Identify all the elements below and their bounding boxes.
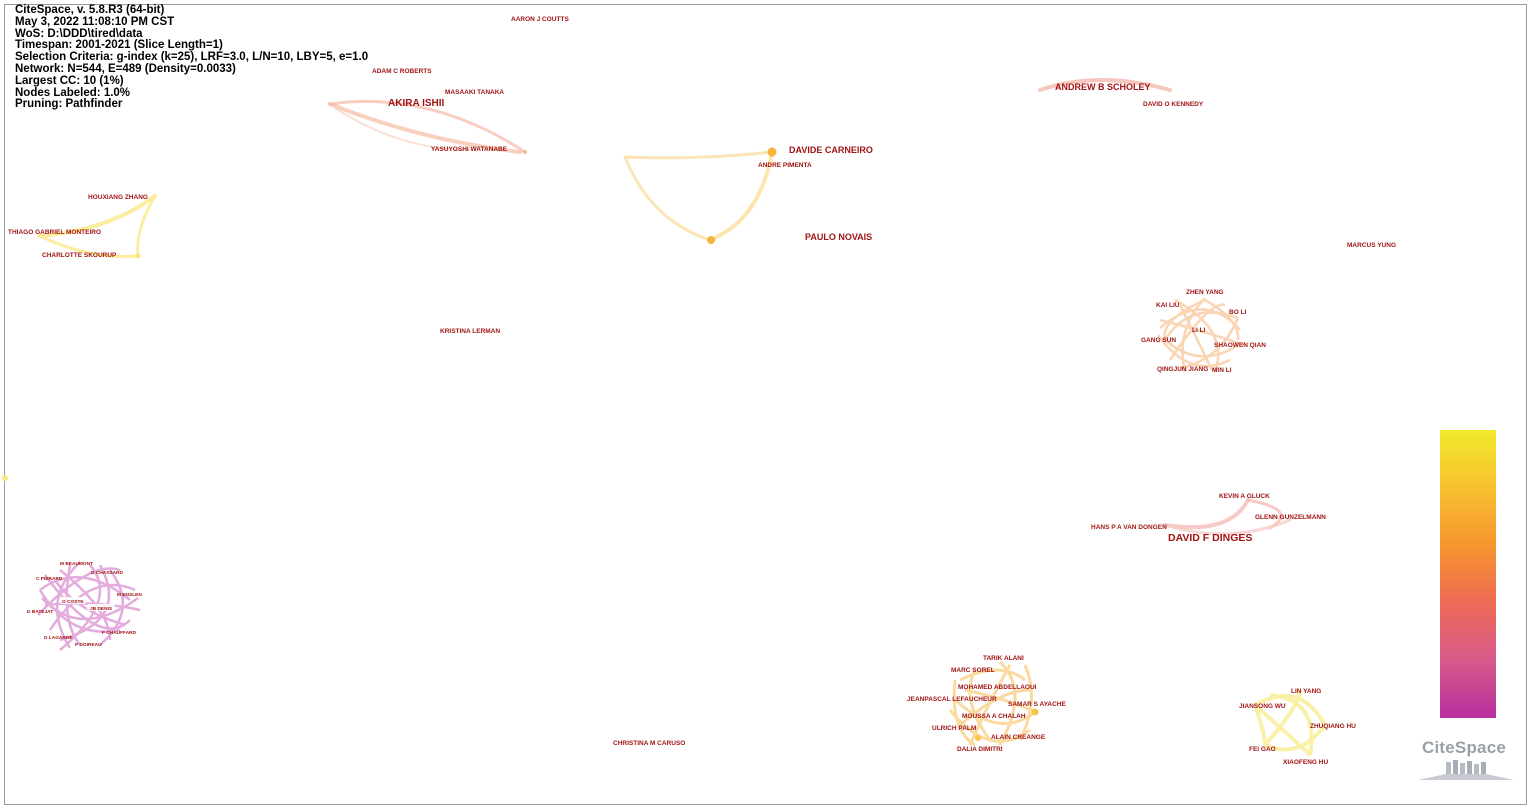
label-david-o-kennedy: DAVID O KENNEDY bbox=[1143, 101, 1204, 108]
logo-building-icon bbox=[1418, 760, 1514, 780]
label-ulrich-palm: ULRICH PALM bbox=[932, 725, 976, 732]
label-andre-pimenta: ANDRE PIMENTA bbox=[758, 162, 812, 169]
label-kai-liu: KAI LIU bbox=[1156, 302, 1180, 309]
label-d-chassard: D CHASSARD bbox=[91, 570, 124, 576]
label-min-li: MIN LI bbox=[1212, 367, 1232, 374]
citespace-logo: CiteSpace bbox=[1414, 738, 1520, 784]
info-line: WoS: D:\DDD\tired\data bbox=[15, 27, 143, 40]
info-line: Network: N=544, E=489 (Density=0.0033) bbox=[15, 62, 236, 75]
network-summary: CiteSpace, v. 5.8.R3 (64-bit) May 3, 202… bbox=[15, 4, 369, 111]
label-samar-s-ayache: SAMAR S AYACHE bbox=[1008, 701, 1066, 708]
network-canvas[interactable] bbox=[4, 4, 1527, 805]
info-line: Largest CC: 10 (1%) bbox=[15, 74, 124, 87]
network-nodes bbox=[2, 147, 1039, 741]
label-qingjun-jiang: QINGJUN JIANG bbox=[1157, 366, 1208, 373]
label-m-enslen: M ENSLEN bbox=[117, 592, 142, 598]
label-jiansong-wu: JIANSONG WU bbox=[1239, 703, 1286, 710]
label-hans-p-a-van-dongen: HANS P A VAN DONGEN bbox=[1091, 524, 1167, 531]
cluster-orange-mesh bbox=[1156, 297, 1246, 373]
label-charlotte-skourup: CHARLOTTE SKOURUP bbox=[42, 252, 117, 259]
label-thiago-gabriel-monteiro: THIAGO GABRIEL MONTEIRO bbox=[8, 229, 101, 236]
label-li-li: LI LI bbox=[1192, 327, 1206, 334]
label-jeanpascal-lefaucheur: JEANPASCAL LEFAUCHEUR bbox=[907, 696, 997, 703]
info-line: Nodes Labeled: 1.0% bbox=[15, 86, 131, 99]
node-samar-s-ayache bbox=[1031, 708, 1039, 716]
label-yasuyoshi-watanabe: YASUYOSHI WATANABE bbox=[431, 146, 508, 153]
label-zhuqiang-hu: ZHUQIANG HU bbox=[1310, 723, 1356, 730]
node-alain-creange bbox=[975, 735, 981, 741]
label-moussa-a-chalah: MOUSSA A CHALAH bbox=[962, 713, 1026, 720]
node-labels: AARON J COUTTS ADAM C ROBERTS MASAAKI TA… bbox=[8, 16, 1396, 766]
info-line: Pruning: Pathfinder bbox=[15, 98, 123, 111]
info-line: CiteSpace, v. 5.8.R3 (64-bit) bbox=[15, 4, 165, 16]
label-akira-ishii: AKIRA ISHII bbox=[388, 98, 445, 109]
label-masaaki-tanaka: MASAAKI TANAKA bbox=[445, 89, 504, 96]
label-jb-denis: JB DENIS bbox=[90, 606, 113, 612]
cluster-purple-mesh bbox=[37, 561, 141, 651]
label-dalia-dimitri: DALIA DIMITRI bbox=[957, 746, 1003, 753]
label-m-beaumont: M BEAUMONT bbox=[60, 561, 93, 567]
label-o-coste: O COSTE bbox=[62, 599, 84, 605]
time-color-legend bbox=[1440, 430, 1496, 718]
cluster-lin-yang-mesh bbox=[1253, 689, 1327, 757]
label-tarik-alani: TARIK ALANI bbox=[983, 655, 1024, 662]
label-kristina-lerman: KRISTINA LERMAN bbox=[440, 328, 500, 335]
label-marc-sorel: MARC SOREL bbox=[951, 667, 995, 674]
label-david-f-dinges: DAVID F DINGES bbox=[1168, 532, 1252, 544]
node-edge bbox=[2, 475, 8, 481]
node-davide-carneiro bbox=[767, 147, 777, 157]
info-line: Selection Criteria: g-index (k=25), LRF=… bbox=[15, 51, 369, 64]
logo-text: CiteSpace bbox=[1422, 738, 1507, 757]
label-p-doireau: P DOIREAU bbox=[75, 642, 102, 648]
label-glenn-gunzelmann: GLENN GUNZELMANN bbox=[1255, 514, 1326, 521]
label-houxiang-zhang: HOUXIANG ZHANG bbox=[88, 194, 148, 201]
label-andrew-b-scholey: ANDREW B SCHOLEY bbox=[1055, 82, 1151, 92]
label-c-pierard: C PIERARD bbox=[36, 576, 63, 582]
label-kevin-a-gluck: KEVIN A GLUCK bbox=[1219, 493, 1270, 500]
label-d-batejat: D BATEJAT bbox=[27, 609, 53, 615]
cluster-yellow-mesh bbox=[948, 660, 1036, 747]
node-yasuyoshi-watanabe bbox=[523, 150, 527, 154]
label-mohamed-abdellaoui: MOHAMED ABDELLAOUI bbox=[958, 684, 1037, 691]
label-lin-yang: LIN YANG bbox=[1291, 688, 1321, 695]
label-paulo-novais: PAULO NOVAIS bbox=[805, 232, 872, 242]
node-paulo-novais-link bbox=[707, 236, 715, 244]
label-marcus-yung: MARCUS YUNG bbox=[1347, 242, 1396, 249]
node-charlotte-skourup bbox=[135, 253, 141, 259]
label-aaron-j-coutts: AARON J COUTTS bbox=[511, 16, 569, 23]
label-xiaofeng-hu: XIAOFENG HU bbox=[1283, 759, 1328, 766]
info-line: May 3, 2022 11:08:10 PM CST bbox=[15, 15, 175, 28]
label-bo-li: BO LI bbox=[1229, 309, 1247, 316]
label-f-chauffard: F CHAUFFARD bbox=[102, 630, 137, 636]
network-links bbox=[38, 78, 1292, 536]
label-shaowen-qian: SHAOWEN QIAN bbox=[1214, 342, 1266, 349]
label-d-lagarde: D LAGARDE bbox=[44, 635, 73, 641]
label-zhen-yang: ZHEN YANG bbox=[1186, 289, 1224, 296]
label-christina-m-caruso: CHRISTINA M CARUSO bbox=[613, 740, 685, 747]
label-davide-carneiro: DAVIDE CARNEIRO bbox=[789, 145, 873, 155]
label-fei-gao: FEI GAO bbox=[1249, 746, 1276, 753]
label-gang-sun: GANG SUN bbox=[1141, 337, 1176, 344]
info-line: Timespan: 2001-2021 (Slice Length=1) bbox=[15, 39, 223, 52]
label-adam-c-roberts: ADAM C ROBERTS bbox=[372, 68, 432, 75]
label-alain-creange: ALAIN CREANGE bbox=[991, 734, 1046, 741]
